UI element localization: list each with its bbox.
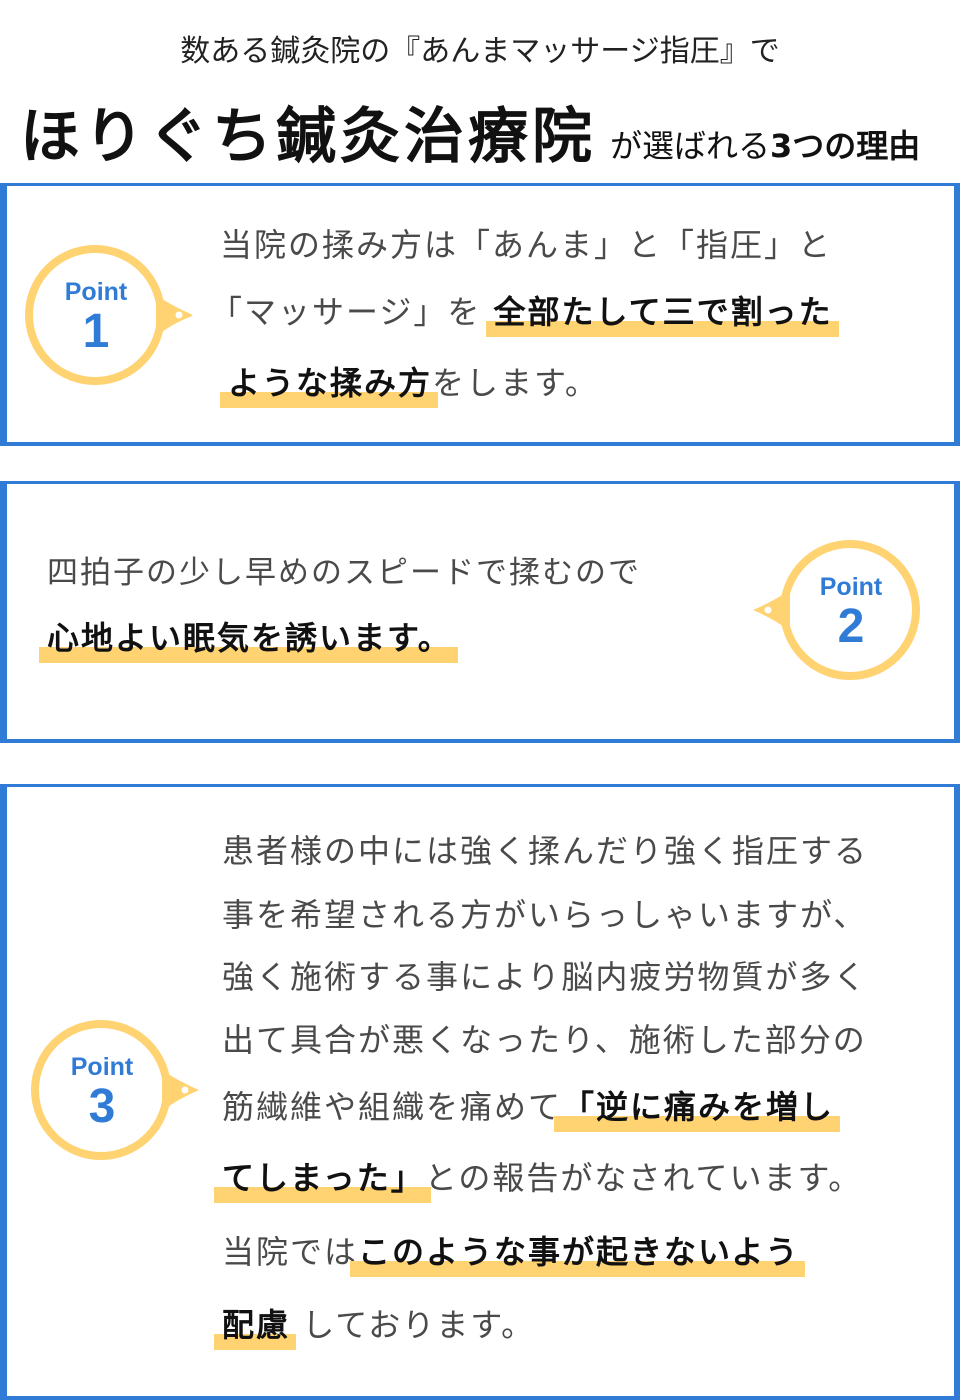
page-title: ほりぐち鍼灸治療院が選ばれる3つの理由 xyxy=(20,88,920,175)
badge-bubble-icon xyxy=(753,540,920,680)
body-text: 事を希望される方がいらっしゃいますが、 xyxy=(222,896,868,934)
highlight-text: 全部たして三で割った xyxy=(493,293,833,331)
tagline-bold: 3つの理由 xyxy=(770,127,921,165)
point-label: Point xyxy=(64,278,128,306)
point-badge-2: Point 2 xyxy=(750,535,950,695)
clinic-name: ほりぐち鍼灸治療院 xyxy=(20,102,596,172)
highlight-text: 心地よい眠気を誘います。 xyxy=(47,619,452,657)
body-text: 筋繊維や組織を痛めて xyxy=(222,1088,563,1126)
body-text: をします。 xyxy=(432,364,599,402)
badge-bubble-icon xyxy=(25,245,193,385)
point3-line5: 筋繊維や組織を痛めて「逆に痛みを増し xyxy=(222,1087,834,1127)
highlight-text: 「逆に痛みを増し xyxy=(562,1088,835,1126)
highlight-text: ような揉み方 xyxy=(228,364,433,402)
body-text: 患者様の中には強く揉んだり強く指圧する xyxy=(222,832,869,870)
badge-bubble-icon xyxy=(31,1020,199,1160)
point3-line8: 配慮 しております。 xyxy=(222,1305,535,1345)
point-badge-3: Point 3 xyxy=(28,1015,228,1175)
point-label: Point xyxy=(819,573,883,601)
page-subtitle: 数ある鍼灸院の『あんまマッサージ指圧』で xyxy=(180,34,780,69)
body-text: 四拍子の少し早めのスピードで揉むので xyxy=(47,555,641,591)
point-number: 3 xyxy=(88,1080,116,1133)
point-number: 1 xyxy=(82,305,110,358)
point3-line7: 当院ではこのような事が起きないよう xyxy=(222,1232,799,1272)
point3-line6: てしまった」との報告がなされています。 xyxy=(222,1158,862,1198)
point-badge-1: Point 1 xyxy=(22,240,222,400)
point3-line4: 出て具合が悪くなったり、施術した部分の xyxy=(222,1020,867,1060)
point1-line3: ような揉み方をします。 xyxy=(228,363,599,403)
point2-line1: 四拍子の少し早めのスピードで揉むので xyxy=(47,553,641,593)
tagline-prefix: が選ばれる xyxy=(610,127,771,165)
body-text: 出て具合が悪くなったり、施術した部分の xyxy=(222,1021,867,1059)
body-text: しております。 xyxy=(290,1306,536,1344)
point-label: Point xyxy=(70,1053,134,1081)
body-text: 「マッサージ」を xyxy=(210,293,494,331)
point2-line2: 心地よい眠気を誘います。 xyxy=(47,618,452,658)
point1-line2: 「マッサージ」を 全部たして三で割った xyxy=(210,292,833,332)
highlight-text: このような事が起きないよう xyxy=(358,1233,800,1271)
point1-line1: 当院の揉み方は「あんま」と「指圧」と xyxy=(220,225,832,265)
highlight-text: てしまった」 xyxy=(222,1159,425,1197)
point3-line3: 強く施術する事により脳内疲労物質が多く xyxy=(222,957,867,997)
point-number: 2 xyxy=(837,600,865,653)
point3-line2: 事を希望される方がいらっしゃいますが、 xyxy=(222,895,867,935)
highlight-text: 配慮 xyxy=(222,1306,291,1344)
body-text: 当院では xyxy=(222,1233,359,1271)
point3-line1: 患者様の中には強く揉んだり強く指圧する xyxy=(222,831,868,871)
body-text: 強く施術する事により脳内疲労物質が多く xyxy=(222,958,868,996)
body-text: 当院の揉み方は「あんま」と「指圧」と xyxy=(220,226,833,264)
body-text: との報告がなされています。 xyxy=(424,1159,863,1197)
